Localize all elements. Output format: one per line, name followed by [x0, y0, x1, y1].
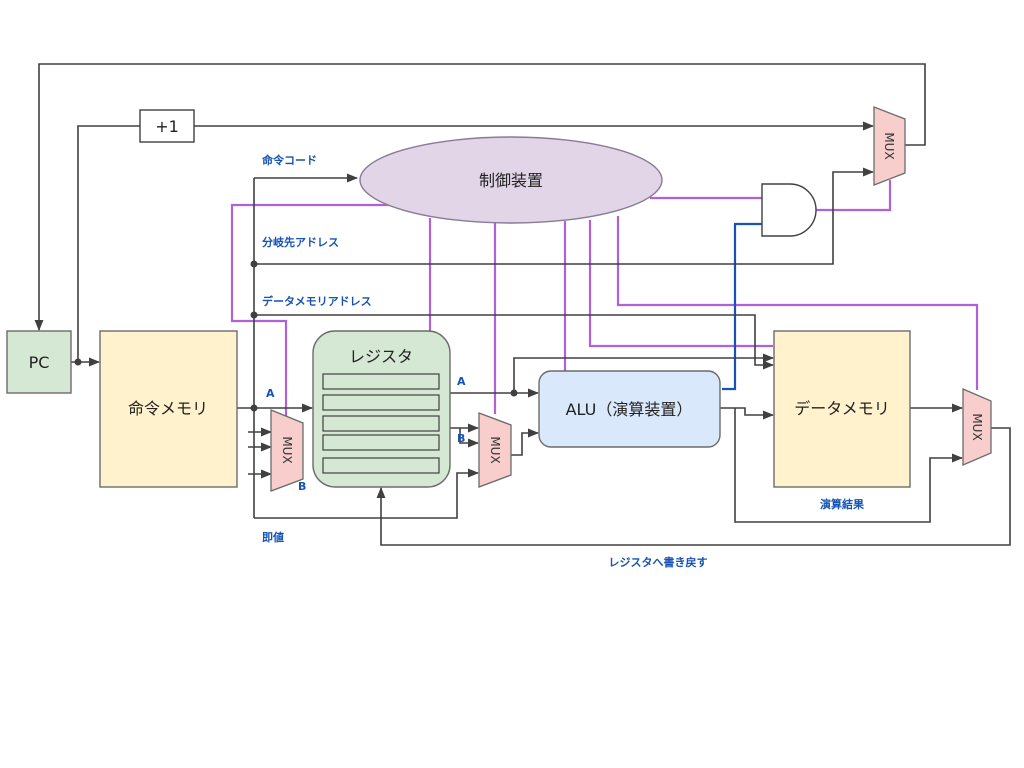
- control-unit[interactable]: 制御装置: [359, 136, 663, 224]
- data-memory-address-label: データメモリアドレス: [262, 294, 372, 308]
- port-b-label-mux: B: [298, 480, 306, 493]
- datapath-wires: [34, 63, 1011, 546]
- mux-writeback[interactable]: MUX: [962, 388, 992, 466]
- data-memory-label: データメモリ: [794, 399, 890, 418]
- immediate-label: 即値: [262, 530, 284, 544]
- control-signal-wires: [230, 180, 979, 416]
- junction-dots: [74, 260, 518, 412]
- mux-writeback-label: MUX: [970, 413, 984, 440]
- mux-immediate[interactable]: MUX: [270, 409, 304, 492]
- control-unit-label: 制御装置: [479, 171, 543, 190]
- register-file[interactable]: レジスタ: [312, 330, 451, 488]
- and-gate[interactable]: [761, 183, 817, 237]
- pc-register[interactable]: PC: [6, 330, 72, 394]
- branch-address-label: 分岐先アドレス: [262, 235, 339, 249]
- mux-pc-select-label: MUX: [882, 132, 896, 159]
- signal-labels: 命令コード 分岐先アドレス データメモリアドレス 即値 演算結果 レジスタへ書き…: [261, 153, 864, 569]
- port-b-label-reg: B: [457, 432, 465, 445]
- mux-alu-input[interactable]: MUX: [478, 412, 512, 488]
- operation-result-label: 演算結果: [820, 497, 864, 511]
- data-memory[interactable]: データメモリ: [773, 330, 911, 488]
- mux-pc-select[interactable]: MUX: [873, 106, 906, 186]
- instruction-memory-label: 命令メモリ: [128, 399, 208, 418]
- instruction-memory[interactable]: 命令メモリ: [99, 330, 238, 488]
- pc-label: PC: [29, 353, 50, 372]
- mux-alu-input-label: MUX: [488, 436, 502, 463]
- alu-label: ALU（演算装置）: [566, 400, 693, 419]
- register-slots: [322, 373, 440, 474]
- branch-condition-wire: [722, 222, 762, 391]
- alu[interactable]: ALU（演算装置）: [538, 370, 721, 448]
- plus-one-adder[interactable]: +1: [139, 109, 195, 143]
- port-a-label-reg: A: [457, 375, 466, 388]
- register-file-label: レジスタ: [349, 347, 413, 366]
- port-a-label-imem: A: [266, 387, 275, 400]
- opcode-label: 命令コード: [261, 153, 317, 167]
- write-back-label: レジスタへ書き戻す: [609, 555, 708, 569]
- plus-one-label: +1: [155, 117, 179, 136]
- mux-immediate-label: MUX: [280, 436, 294, 463]
